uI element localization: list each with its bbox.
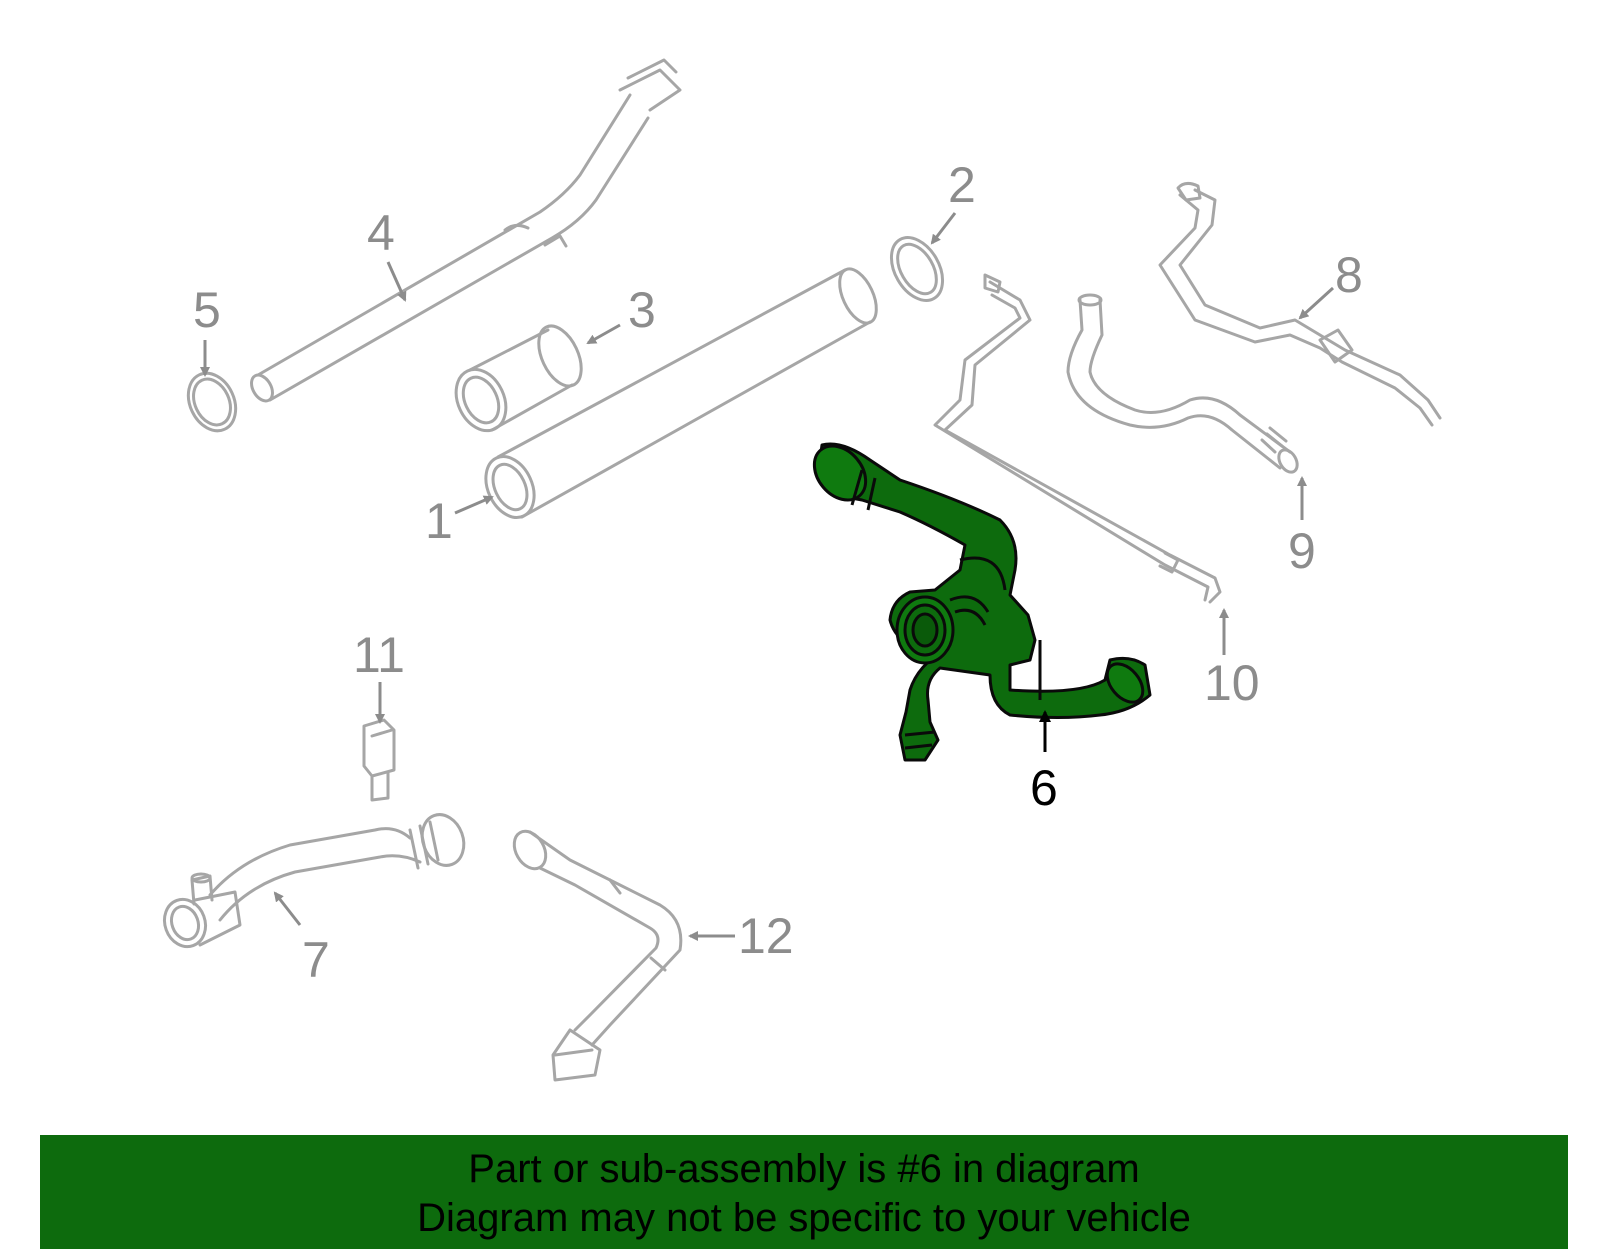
callout-label-11: 11 xyxy=(353,627,405,683)
part-3-sleeve xyxy=(454,324,583,433)
callout-label-12: 12 xyxy=(738,908,794,964)
callout-label-5: 5 xyxy=(193,282,221,338)
callout-label-6: 6 xyxy=(1030,760,1058,816)
part-2-oring xyxy=(889,236,945,302)
part-11-sensor xyxy=(362,718,396,802)
callout-label-9: 9 xyxy=(1288,523,1316,579)
part-9-hose xyxy=(1066,293,1299,474)
callout-arrows xyxy=(200,212,1335,941)
part-5-oring xyxy=(186,371,238,433)
part-12-hose xyxy=(512,829,683,1082)
callout-label-10: 10 xyxy=(1204,655,1260,711)
callout-label-1: 1 xyxy=(425,493,453,549)
part-7-hose xyxy=(162,813,466,949)
callout-label-8: 8 xyxy=(1335,247,1363,303)
part-10-pipe xyxy=(933,273,1222,604)
callout-label-3: 3 xyxy=(628,282,656,338)
info-banner: Part or sub-assembly is #6 in diagram Di… xyxy=(40,1135,1568,1249)
callout-labels: 1 2 3 4 5 6 7 8 9 10 11 12 xyxy=(193,157,1363,988)
part-6-highlighted-assembly xyxy=(812,442,1152,762)
callout-label-4: 4 xyxy=(367,205,395,261)
banner-line-2: Diagram may not be specific to your vehi… xyxy=(417,1196,1191,1240)
banner-line-1: Part or sub-assembly is #6 in diagram xyxy=(468,1147,1140,1191)
callout-label-2: 2 xyxy=(948,157,976,213)
part-4-pipe xyxy=(250,58,682,403)
part-8-hose xyxy=(1158,181,1442,427)
part-1-tube xyxy=(484,267,878,519)
callout-label-7: 7 xyxy=(302,932,330,988)
